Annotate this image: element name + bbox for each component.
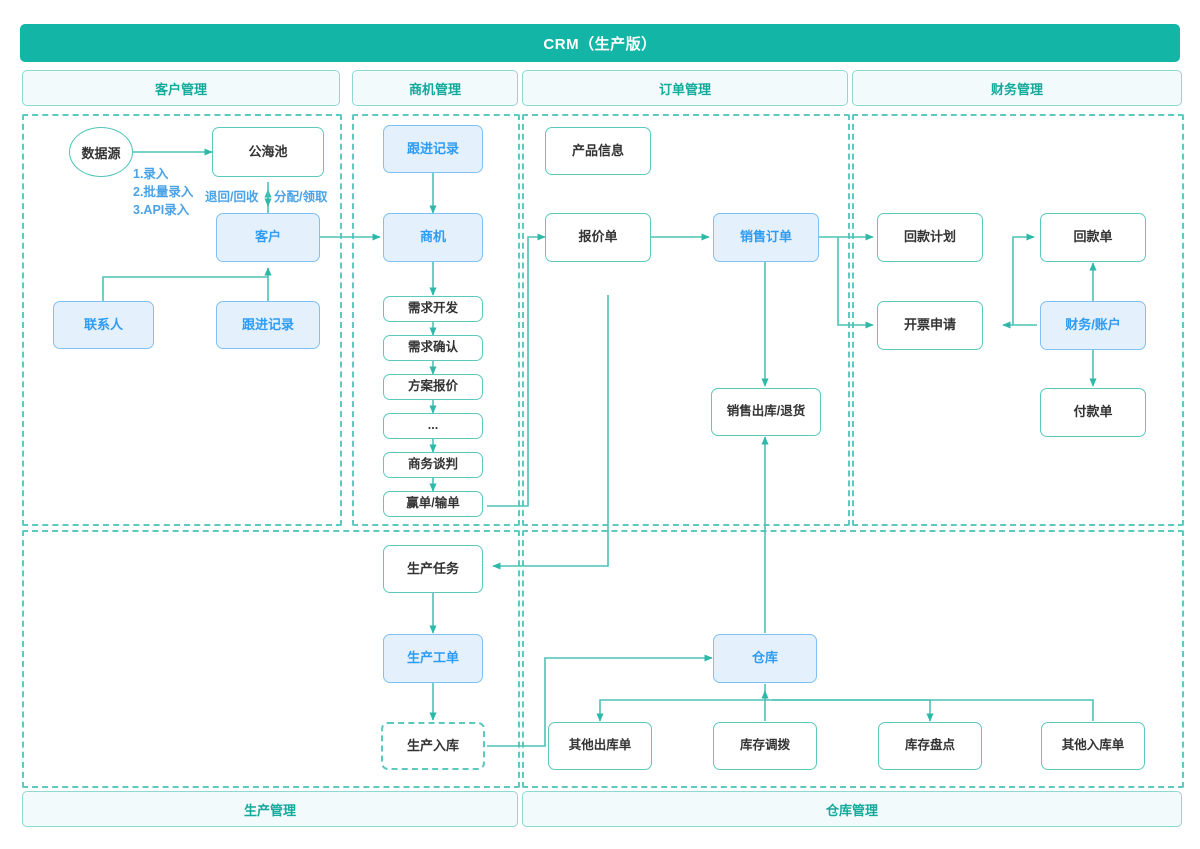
node-stage-ellipsis[interactable]: ... [383,413,483,439]
node-product-info[interactable]: 产品信息 [545,127,651,175]
section-header-opportunity: 商机管理 [352,70,518,106]
node-warehouse[interactable]: 仓库 [713,634,817,683]
node-payment-note[interactable]: 付款单 [1040,388,1146,437]
node-stage-solution-quote[interactable]: 方案报价 [383,374,483,400]
node-other-outbound[interactable]: 其他出库单 [548,722,652,770]
frame-order [522,114,850,526]
node-data-source[interactable]: 数据源 [69,127,133,177]
node-stage-win-lose[interactable]: 赢单/输单 [383,491,483,517]
node-customer[interactable]: 客户 [216,213,320,262]
section-header-finance: 财务管理 [852,70,1182,106]
node-other-inbound[interactable]: 其他入库单 [1041,722,1145,770]
annotation-pool-assign: 分配/领取 [274,190,328,204]
node-production-stock-in[interactable]: 生产入库 [381,722,485,770]
node-follow-record-opportunity[interactable]: 跟进记录 [383,125,483,173]
section-header-warehouse: 仓库管理 [522,791,1182,827]
node-payment-plan[interactable]: 回款计划 [877,213,983,262]
node-stock-check[interactable]: 库存盘点 [878,722,982,770]
annotation-entry-methods: 1.录入 2.批量录入 3.API录入 [133,167,194,218]
section-header-order: 订单管理 [522,70,848,106]
node-sales-out-return[interactable]: 销售出库/退货 [711,388,821,436]
frame-customer [22,114,342,526]
node-quotation[interactable]: 报价单 [545,213,651,262]
node-public-pool[interactable]: 公海池 [212,127,324,177]
section-header-production: 生产管理 [22,791,518,827]
section-header-customer: 客户管理 [22,70,340,106]
node-invoice-request[interactable]: 开票申请 [877,301,983,350]
annotation-pool-return: 退回/回收 [205,190,259,204]
node-contact[interactable]: 联系人 [53,301,154,349]
node-follow-record-customer[interactable]: 跟进记录 [216,301,320,349]
page-title: CRM（生产版） [20,24,1180,62]
node-stock-transfer[interactable]: 库存调拨 [713,722,817,770]
node-opportunity[interactable]: 商机 [383,213,483,262]
node-finance-account[interactable]: 财务/账户 [1040,301,1146,350]
node-sales-order[interactable]: 销售订单 [713,213,819,262]
node-stage-demand-confirm[interactable]: 需求确认 [383,335,483,361]
node-production-task[interactable]: 生产任务 [383,545,483,593]
node-stage-negotiation[interactable]: 商务谈判 [383,452,483,478]
node-receipt-note[interactable]: 回款单 [1040,213,1146,262]
node-production-work-order[interactable]: 生产工单 [383,634,483,683]
node-stage-demand-dev[interactable]: 需求开发 [383,296,483,322]
